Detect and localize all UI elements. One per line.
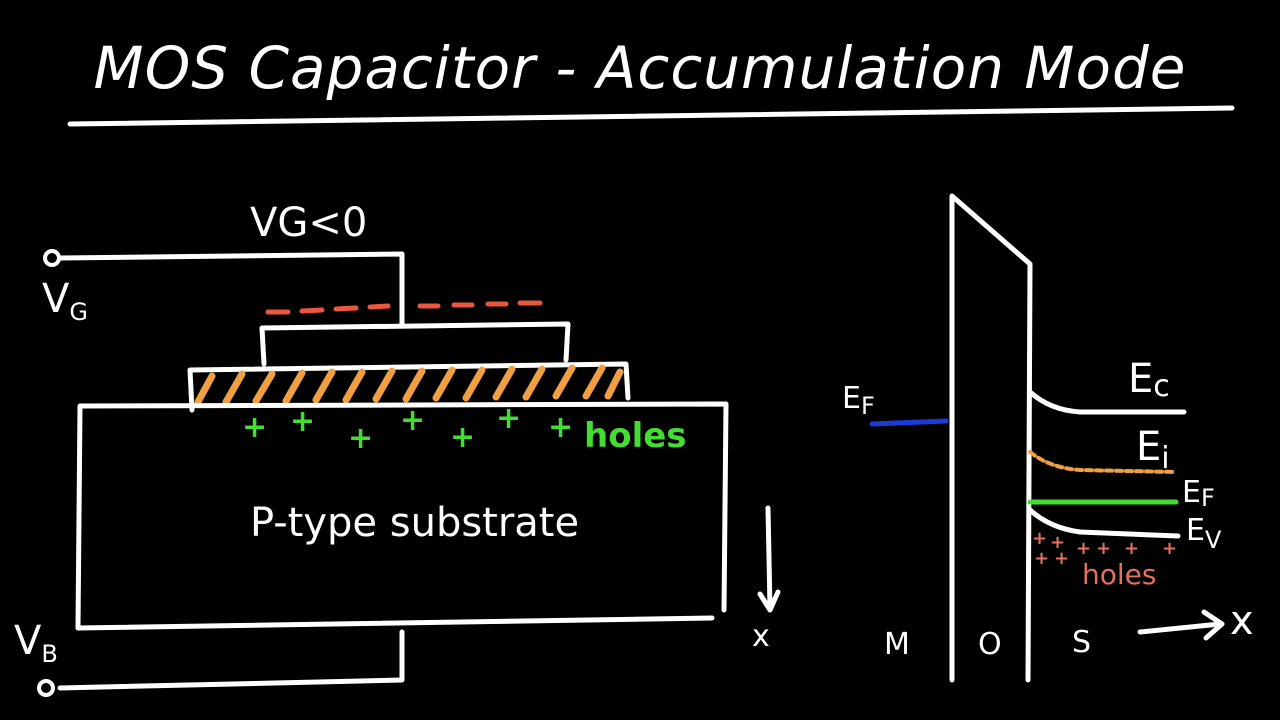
hatch-line: [462, 366, 486, 402]
position-arrow: [1137, 609, 1225, 641]
conduction-band: Ec: [1027, 356, 1187, 415]
intrinsic-level: Ei: [1028, 424, 1178, 476]
hole-plus: +: [1034, 548, 1049, 569]
hatch-line: [252, 370, 276, 405]
gate-negative-charge: [265, 300, 543, 315]
body-terminal-label-sub: B: [41, 640, 57, 668]
valence-band-edge: [1027, 507, 1181, 539]
band-diagram: EF Ec Ei EF EV: [842, 193, 1254, 683]
metal-fermi-label-main: E: [842, 381, 861, 416]
semiconductor-fermi-label: EF: [1182, 475, 1215, 512]
region-oxide-label: O: [978, 627, 1002, 662]
region-metal-label: M: [884, 627, 910, 662]
hatch-line: [342, 368, 366, 404]
substrate-label: P-type substrate: [250, 500, 579, 546]
region-labels: M O S: [884, 625, 1091, 662]
gate-terminal-label: VG: [42, 276, 88, 326]
valence-band-label-main: E: [1186, 513, 1205, 548]
hatch-line: [552, 364, 576, 400]
hatch-line: [282, 369, 306, 405]
body-terminal-node: [37, 679, 55, 697]
hatch-line: [604, 368, 624, 400]
conduction-band-label-sub: c: [1153, 369, 1170, 404]
title-underline: [67, 105, 1235, 127]
intrinsic-level-label-main: E: [1136, 424, 1161, 470]
conduction-band-label: Ec: [1128, 356, 1170, 404]
band-holes: + + + + + + + + holes: [1032, 528, 1177, 591]
substrate-body: [75, 401, 729, 631]
hatch-line: [402, 367, 426, 403]
body-terminal-label: VB: [14, 618, 58, 668]
valence-band: EV: [1027, 507, 1222, 554]
metal-fermi-label-sub: F: [861, 392, 875, 420]
gate-terminal: VG VG<0: [42, 200, 405, 329]
hole-plus: +: [348, 421, 373, 456]
body-terminal-label-main: V: [14, 618, 42, 664]
intrinsic-level-label: Ei: [1136, 424, 1170, 476]
hole-plus: +: [1096, 538, 1111, 559]
hatch-line: [222, 370, 246, 406]
page-title: MOS Capacitor - Accumulation Mode: [94, 34, 1187, 102]
hole-plus: +: [1054, 548, 1069, 569]
hole-plus: +: [400, 403, 425, 438]
position-axis-label: x: [1230, 598, 1254, 644]
metal-fermi-level: EF: [842, 381, 949, 427]
gate-terminal-label-main: V: [42, 276, 70, 322]
depth-arrow: [757, 505, 781, 613]
body-wire: [57, 629, 405, 691]
gate-condition-label: VG<0: [250, 200, 367, 246]
title-block: MOS Capacitor - Accumulation Mode: [67, 34, 1235, 127]
hole-plus: +: [496, 401, 521, 436]
negative-charge-dash: [333, 305, 359, 312]
hole-plus: +: [548, 410, 573, 445]
semiconductor-fermi-label-main: E: [1182, 475, 1201, 510]
hatch-line: [312, 368, 336, 404]
valence-band-label: EV: [1186, 513, 1222, 554]
negative-charge-dash: [367, 303, 391, 310]
hole-plus: +: [1076, 538, 1091, 559]
metal-fermi-line: [869, 418, 949, 427]
gate-terminal-label-sub: G: [69, 298, 88, 326]
metal-gate: [259, 321, 571, 367]
accumulated-holes: + + + + + + + holes: [242, 401, 687, 456]
depth-axis-label: x: [752, 619, 770, 654]
valence-band-label-sub: V: [1205, 526, 1222, 554]
hole-plus: +: [242, 410, 267, 445]
oxide-barrier: [949, 193, 1033, 683]
hatch-line: [372, 367, 396, 403]
gate-wire: [57, 251, 405, 329]
hole-plus: +: [1162, 538, 1177, 559]
negative-charge-dash: [299, 307, 325, 314]
hole-plus: +: [1124, 538, 1139, 559]
oxide-outline: [187, 361, 631, 413]
holes-label: holes: [584, 416, 687, 456]
hole-plus: +: [450, 420, 475, 455]
depth-axis: x: [752, 505, 781, 654]
hole-plus: +: [1050, 532, 1065, 553]
region-semiconductor-label: S: [1072, 625, 1091, 660]
hole-plus: +: [1032, 528, 1047, 549]
semiconductor-fermi-level: EF: [1027, 475, 1215, 512]
gate-terminal-node: [43, 249, 61, 267]
hole-plus: +: [290, 404, 315, 439]
body-terminal: VB: [14, 618, 405, 697]
metal-fermi-label: EF: [842, 381, 875, 420]
band-holes-label: holes: [1082, 558, 1156, 591]
conduction-band-label-main: E: [1128, 356, 1153, 402]
conduction-band-edge: [1027, 389, 1187, 415]
hatch-line: [432, 366, 456, 402]
oxide-hatching: [194, 364, 624, 406]
hatch-line: [194, 372, 216, 406]
hatch-line: [522, 365, 546, 401]
intrinsic-level-line: [1028, 450, 1178, 474]
semiconductor-fermi-label-sub: F: [1201, 484, 1215, 512]
mos-structure: VG VG<0: [14, 200, 781, 697]
hatch-line: [492, 365, 516, 401]
intrinsic-level-label-sub: i: [1161, 441, 1169, 476]
hatch-line: [582, 364, 606, 400]
position-axis: x: [1137, 598, 1254, 644]
oxide-layer: [187, 361, 631, 413]
